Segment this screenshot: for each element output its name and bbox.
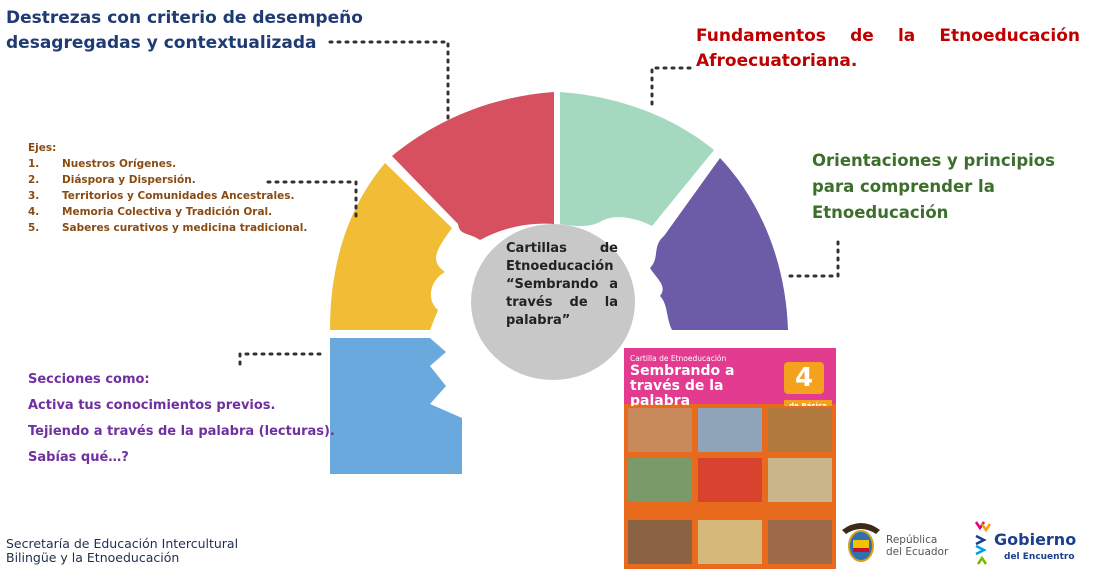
fundamentos-title: Fundamentos de la Etnoeducación Afroecua… <box>696 26 1080 71</box>
segment-yellow <box>330 163 452 330</box>
connector-secciones <box>238 352 322 372</box>
gobierno-logo: Gobierno del Encuentro <box>974 518 1086 568</box>
cover-illustration <box>766 518 834 566</box>
cover-illustration <box>626 406 694 454</box>
ejes-heading: Ejes: <box>28 142 57 154</box>
cover-illustration <box>696 518 764 566</box>
segment-blue <box>330 338 462 474</box>
cover-illustration <box>696 456 764 504</box>
ecuador-coat-of-arms-icon <box>842 523 880 562</box>
orientaciones-title: Orientaciones y principios para comprend… <box>812 151 1055 222</box>
cover-illustration <box>766 406 834 454</box>
secciones-list: Secciones como: Activa tus conocimientos… <box>28 367 348 471</box>
ejes-item: 5.Saberes curativos y medicina tradicion… <box>28 222 308 234</box>
gobierno-chevrons-icon <box>974 521 992 565</box>
destrezas-title: Destrezas con criterio de desempeño desa… <box>6 8 363 53</box>
center-circle <box>471 224 635 380</box>
connector-orientaciones <box>788 234 840 278</box>
connector-ejes <box>266 180 358 220</box>
ejes-list: Ejes: 1.Nuestros Orígenes. 2.Diáspora y … <box>28 140 328 236</box>
cover-illustration <box>766 456 834 504</box>
secciones-item: Tejiendo a través de la palabra (lectura… <box>28 424 335 439</box>
secciones-heading: Secciones como: <box>28 372 150 387</box>
footer-secretaria: Secretaría de Educación Intercultural Bi… <box>6 536 239 565</box>
cover-small-title: Cartilla de Etnoeducación <box>630 354 727 363</box>
connector-destrezas <box>328 40 450 122</box>
ejes-item: 4.Memoria Colectiva y Tradición Oral. <box>28 206 273 218</box>
cover-illustration <box>626 456 694 504</box>
cover-illustration <box>626 518 694 566</box>
cover-grade-number: 4 <box>784 362 824 394</box>
connector-fundamentos <box>650 66 692 112</box>
segment-red <box>392 92 554 240</box>
ejes-item: 1.Nuestros Orígenes. <box>28 158 177 170</box>
book-cover: Cartilla de Etnoeducación Sembrando a tr… <box>624 348 836 569</box>
cover-title: Sembrando a través de la palabra <box>630 363 735 409</box>
center-label: Cartillas de Etnoeducación “Sembrando a … <box>506 241 618 328</box>
cover-illustration <box>696 406 764 454</box>
segment-mint <box>560 92 714 226</box>
ejes-item: 2.Diáspora y Dispersión. <box>28 174 196 186</box>
secciones-item: Sabías qué…? <box>28 450 129 465</box>
segment-purple <box>650 158 788 330</box>
secciones-item: Activa tus conocimientos previos. <box>28 398 276 413</box>
ejes-item: 3.Territorios y Comunidades Ancestrales. <box>28 190 295 202</box>
